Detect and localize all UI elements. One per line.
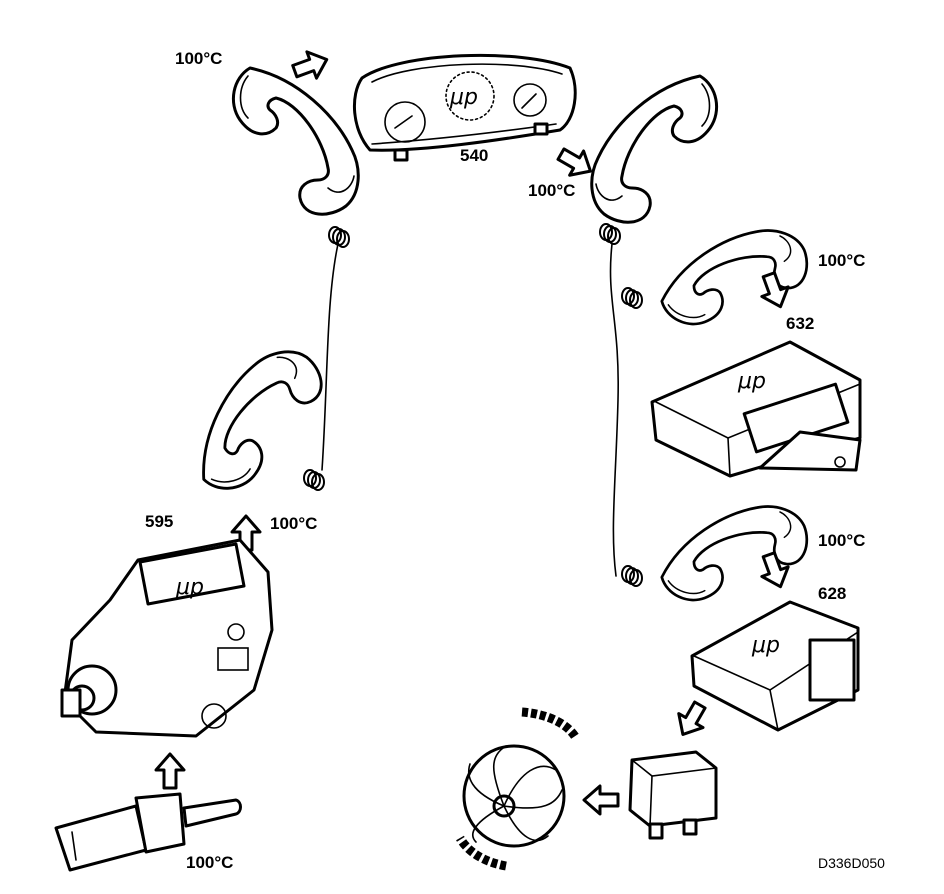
coil-icon [328,226,350,248]
coil-icon [621,287,643,309]
temperature-label: 100°C [175,49,223,68]
figure-reference: D336D050 [818,855,885,871]
ecu-box-icon: μp [650,340,862,478]
arrow-icon [154,752,186,790]
wire [609,243,619,577]
telephone-handset-icon [590,74,719,224]
part-number-628: 628 [818,584,847,603]
mu-p-label: μp [175,575,204,600]
arrow-icon [582,784,620,816]
mu-p-label: μp [737,369,766,394]
coil-icon [303,469,325,491]
part-number-595: 595 [145,512,174,531]
injection-pump-icon: μp [60,538,274,738]
part-number-632: 632 [786,314,815,333]
temperature-label: 100°C [186,853,234,872]
ecu-box-icon: μp [690,600,860,732]
coil-icon [599,223,621,245]
cooling-fan-icon [456,707,580,871]
telephone-handset-icon [231,66,360,216]
mu-p-label: μp [449,85,478,110]
temperature-label: 100°C [528,181,576,200]
temperature-label: 100°C [818,531,866,550]
temperature-sensor-icon [54,792,242,872]
part-number-540: 540 [460,146,489,165]
temperature-label: 100°C [270,514,318,533]
coil-icon [621,565,643,587]
arrow-icon [669,696,714,743]
mu-p-label: μp [751,633,780,658]
arrow-icon [288,44,334,86]
instrument-cluster-icon: μp [352,53,577,162]
relay-icon [628,750,718,840]
wire [321,243,339,471]
temperature-label: 100°C [818,251,866,270]
